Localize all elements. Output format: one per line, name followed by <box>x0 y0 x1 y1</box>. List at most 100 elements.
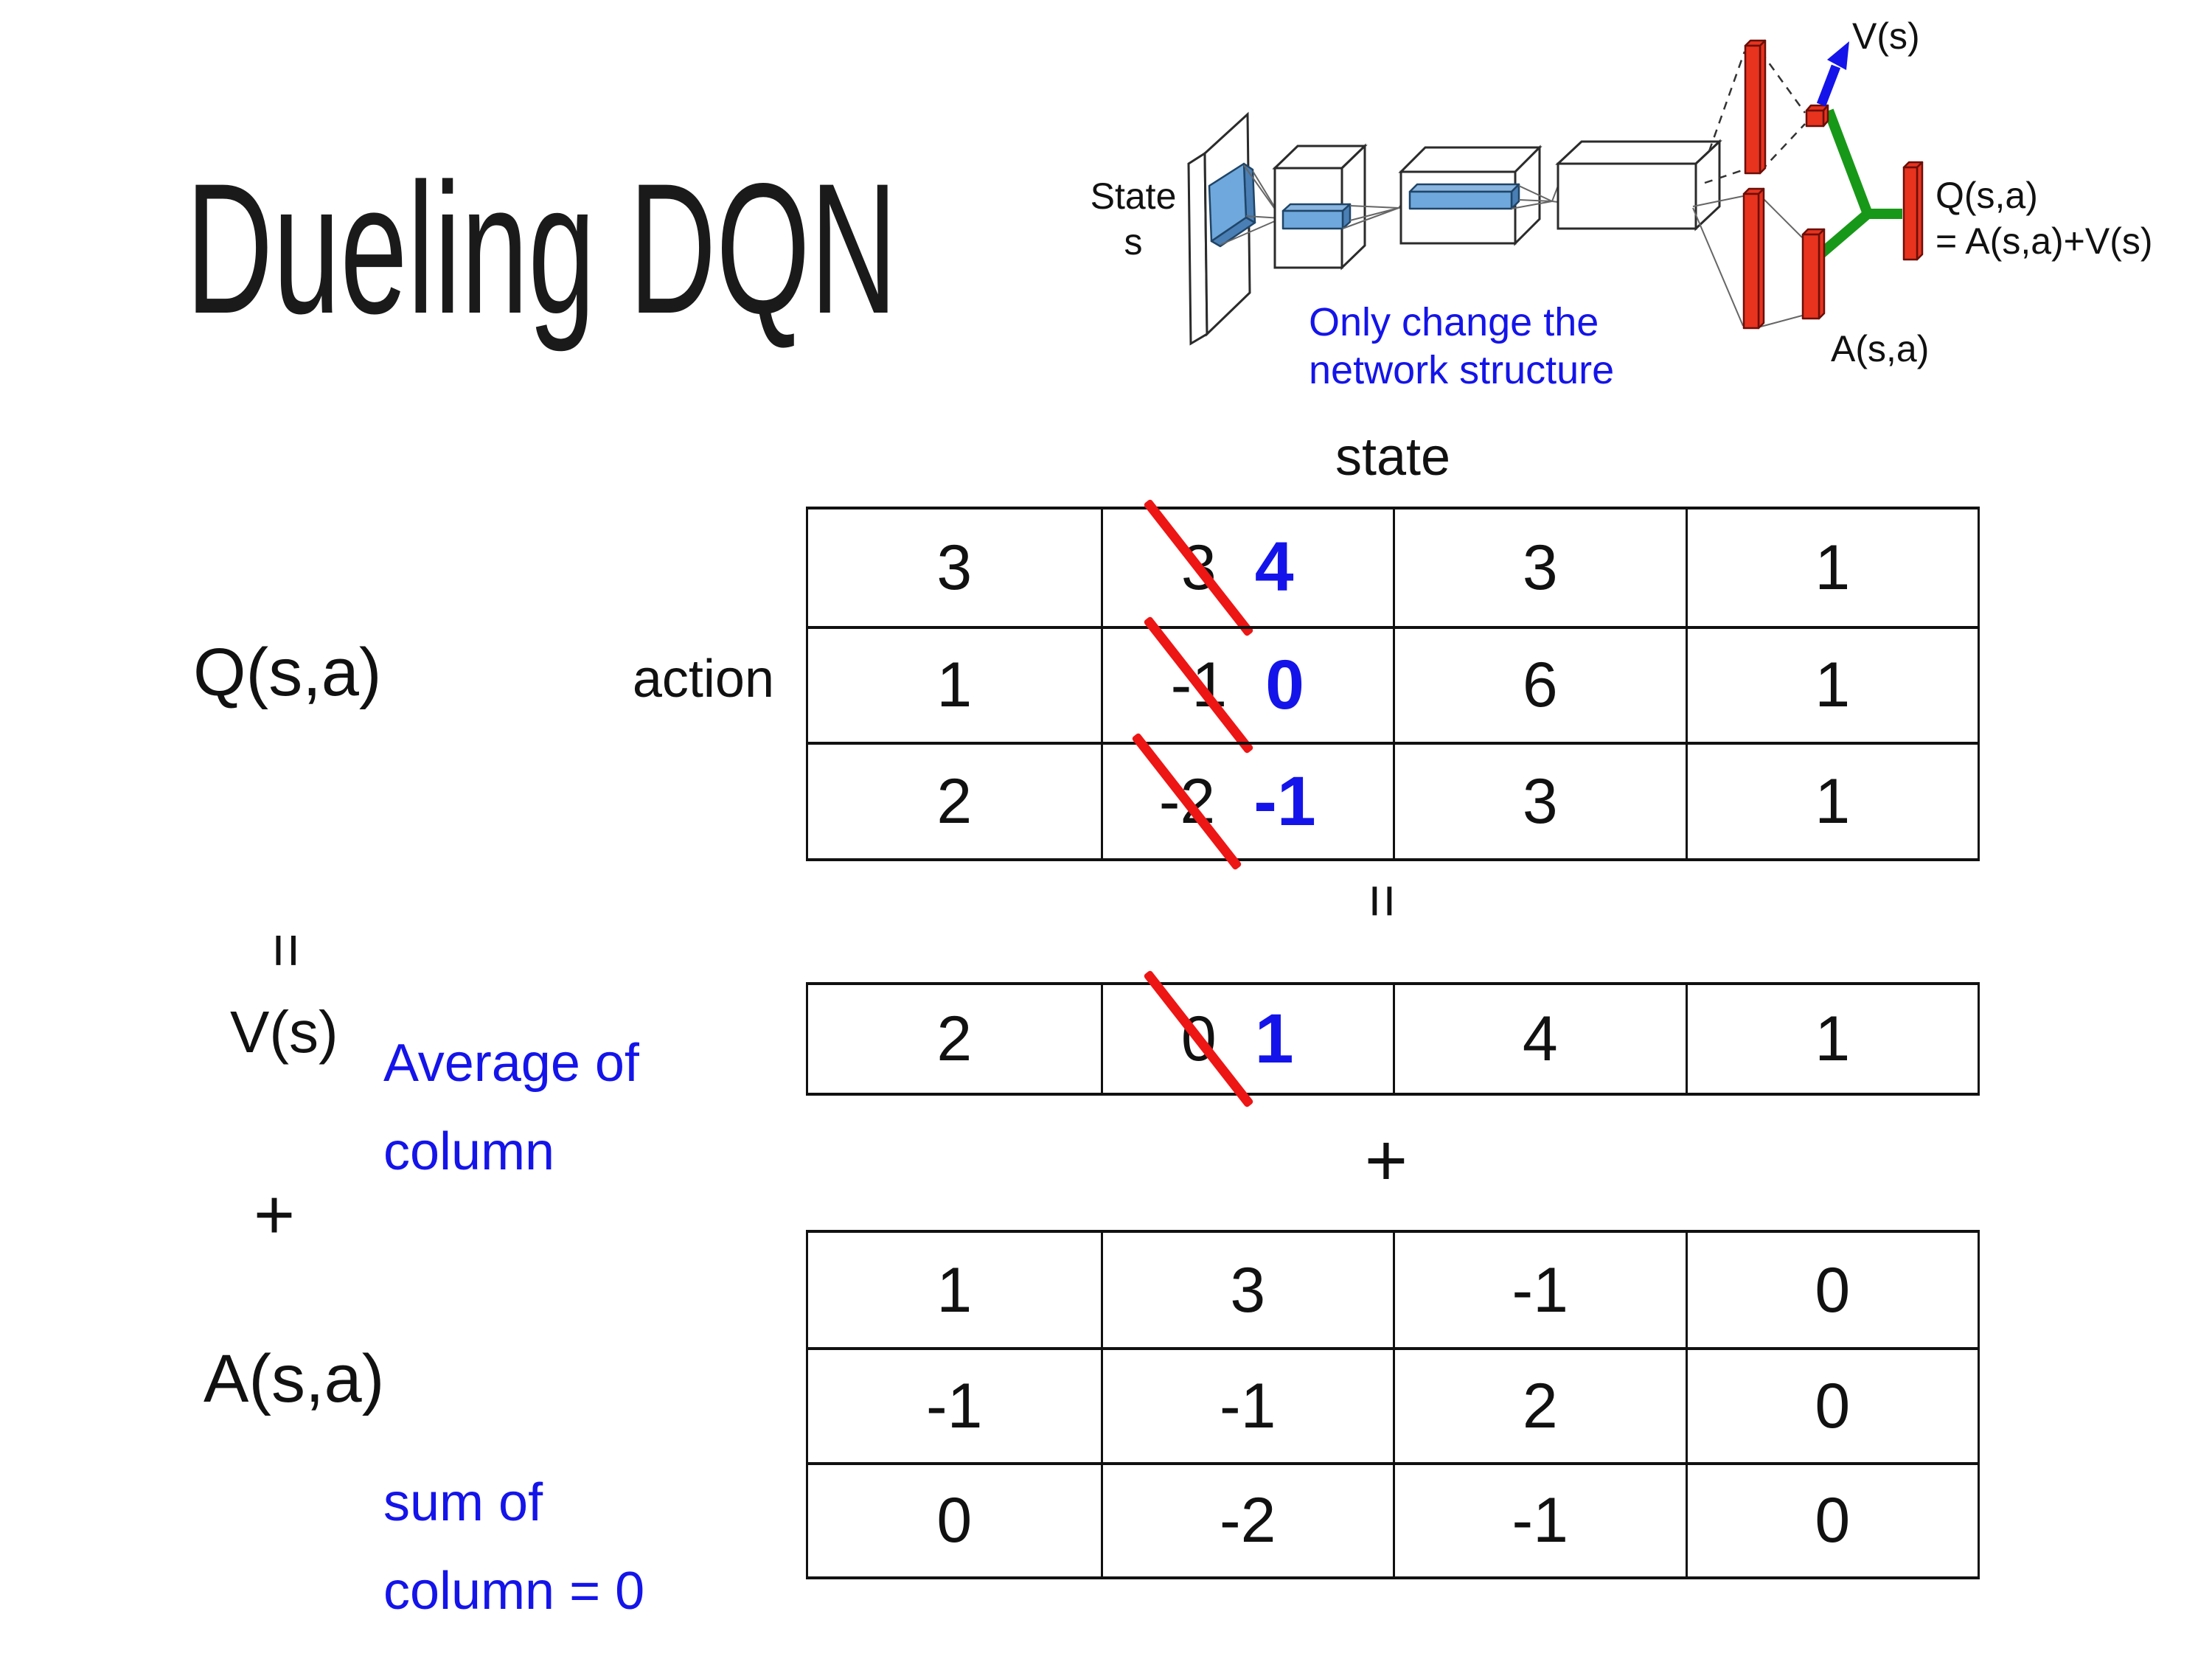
table-cell: 3 <box>1393 509 1686 626</box>
state-input-label-s: s <box>1124 221 1143 262</box>
table-cell: -2 <box>1100 1461 1393 1576</box>
table-cell: 2 <box>808 985 1101 1093</box>
a-output-label: A(s,a) <box>1831 328 1929 369</box>
cell-value: 0 <box>1815 1370 1851 1441</box>
plus-sign-middle: + <box>1364 1119 1408 1202</box>
q-output-label-line2: = A(s,a)+V(s) <box>1935 220 2153 262</box>
sum-note-line1: sum of <box>383 1473 543 1532</box>
network-diagram: State s V(s) Q(s,a) = A(s,a)+V(s) A(s,a)… <box>1091 15 2153 392</box>
cell-value: 2 <box>936 766 973 838</box>
fc-box <box>1555 139 1722 232</box>
merge-connector <box>1818 108 1902 258</box>
q-term-label: Q(s,a) <box>193 635 382 710</box>
v-table: 2 0 1 4 1 <box>806 970 1980 1108</box>
feature-bar-1 <box>1281 203 1352 230</box>
q-output-bar <box>1902 161 1924 261</box>
cell-value: 1 <box>1815 532 1851 603</box>
sum-note-line2: column = 0 <box>383 1562 645 1621</box>
average-note-line2: column <box>383 1122 555 1182</box>
table-cell: 3 <box>1100 1233 1394 1348</box>
average-note: Average of column <box>383 1019 639 1196</box>
strike-icon <box>1143 498 1254 637</box>
table-cell: 1 <box>1685 742 1978 858</box>
dashed-links-value <box>1704 51 1806 184</box>
table-cell: 2 <box>808 742 1101 858</box>
cell-value: 2 <box>1522 1370 1558 1441</box>
new-value: 0 <box>1265 645 1304 724</box>
solid-links-advantage <box>1692 195 1803 327</box>
cell-correction: 0 1 <box>1143 970 1294 1108</box>
table-cell: 0 1 <box>1100 970 1394 1108</box>
cell-value: 3 <box>1522 532 1558 603</box>
fan-lines-3 <box>1511 185 1559 209</box>
new-value: 1 <box>1254 999 1294 1078</box>
cell-value: 2 <box>936 1004 973 1074</box>
table-cell: 1 <box>808 625 1101 742</box>
table-cell: 3 <box>1393 742 1686 858</box>
table-cell: 6 <box>1393 625 1686 742</box>
value-stream-bar <box>1744 39 1767 175</box>
diagram-note-line2: network structure <box>1309 348 1614 392</box>
old-value: 3 <box>1143 498 1254 637</box>
action-axis-label: action <box>632 650 774 709</box>
cell-value: 1 <box>1815 766 1851 838</box>
cell-value: 4 <box>1522 1004 1558 1074</box>
cell-value: 6 <box>1522 650 1558 721</box>
feature-bar-2 <box>1408 183 1520 210</box>
table-cell: -1 <box>1100 1347 1393 1462</box>
state-axis-label: state <box>1335 428 1451 487</box>
a-term-label: A(s,a) <box>204 1341 385 1416</box>
table-cell: 2 <box>1393 1347 1686 1462</box>
table-cell: -1 <box>1393 1461 1686 1576</box>
input-feature-wedge <box>1208 162 1256 248</box>
cell-value: 3 <box>1230 1254 1266 1326</box>
q-output-label-line1: Q(s,a) <box>1935 175 2038 216</box>
table-cell: 1 <box>808 1233 1101 1347</box>
advantage-stream-bar <box>1742 187 1765 330</box>
cell-value: 1 <box>936 1254 973 1326</box>
cell-value: 0 <box>1815 1485 1851 1557</box>
old-value: 0 <box>1143 970 1254 1108</box>
cell-value: 0 <box>1815 1254 1851 1326</box>
cell-correction: -1 0 <box>1143 616 1304 755</box>
table-cell: -1 <box>808 1347 1101 1461</box>
page-title: Dueling DQN <box>186 145 897 352</box>
new-value: 4 <box>1254 528 1294 607</box>
cell-value: 1 <box>1815 1004 1851 1074</box>
value-node <box>1805 104 1829 128</box>
cell-value: 0 <box>936 1485 973 1557</box>
diagram-note-line1: Only change the <box>1309 300 1599 344</box>
v-term-label: V(s) <box>230 999 338 1065</box>
old-value: -2 <box>1131 732 1242 871</box>
cell-value: 1 <box>1815 650 1851 721</box>
table-cell: 0 <box>1685 1233 1978 1348</box>
advantage-vector-bar <box>1801 228 1826 320</box>
sum-note: sum of column = 0 <box>383 1458 644 1635</box>
table-cell: 0 <box>808 1461 1101 1576</box>
cell-correction: 3 4 <box>1143 498 1294 637</box>
strike-icon <box>1143 970 1254 1108</box>
a-table: 1 3 -1 0 -1 -1 2 0 0 -2 -1 0 <box>806 1230 1980 1579</box>
table-cell: 4 <box>1393 985 1686 1093</box>
old-value: -1 <box>1143 616 1254 755</box>
table-cell: 1 <box>1685 509 1978 626</box>
equals-sign-left: = <box>253 933 320 968</box>
new-value: -1 <box>1253 762 1316 841</box>
average-note-line1: Average of <box>383 1034 639 1093</box>
table-cell: 0 <box>1685 1461 1978 1576</box>
cell-value: -1 <box>1512 1254 1568 1326</box>
cell-correction: -2 -1 <box>1131 732 1316 871</box>
cell-value: 3 <box>1522 766 1558 838</box>
table-cell: 1 <box>1685 985 1978 1093</box>
table-cell: 1 <box>1685 625 1978 742</box>
table-cell: -1 0 <box>1100 616 1393 755</box>
cell-value: -1 <box>926 1370 983 1441</box>
table-cell: 3 4 <box>1100 498 1394 637</box>
strike-icon <box>1143 616 1254 755</box>
table-cell: 0 <box>1685 1347 1978 1462</box>
table-cell: -1 <box>1393 1233 1686 1348</box>
state-input-label: State <box>1091 175 1177 217</box>
cell-value: -1 <box>1220 1370 1276 1441</box>
strike-icon <box>1131 732 1242 871</box>
